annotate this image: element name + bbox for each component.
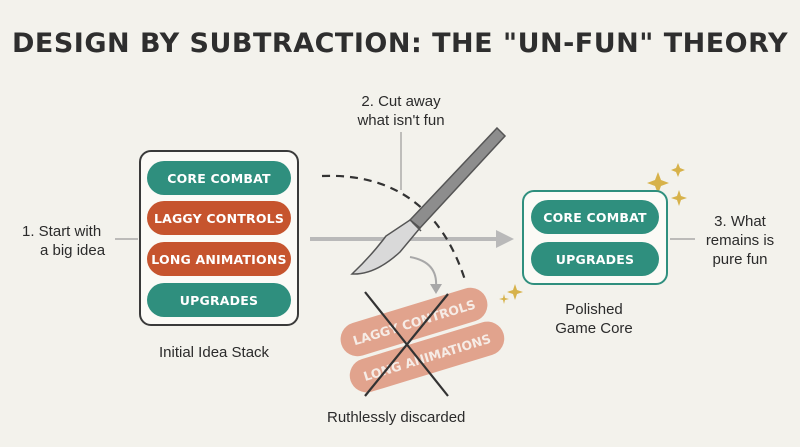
step-cut-line-1: 2. Cut away bbox=[361, 93, 441, 110]
polished-item-core-combat: CORE COMBAT bbox=[531, 200, 659, 234]
step-remains-line-1: 3. What bbox=[714, 213, 766, 230]
initial-item-core-combat: CORE COMBAT bbox=[147, 161, 291, 195]
step-cut-label: 2. Cut away what isn't fun bbox=[350, 92, 452, 130]
polished-item-upgrades: UPGRADES bbox=[531, 242, 659, 276]
main-flow-arrowhead bbox=[496, 230, 514, 248]
polished-caption-line-2: Game Core bbox=[555, 320, 633, 337]
discard-arrow bbox=[409, 256, 438, 288]
sparkle-icon bbox=[499, 163, 687, 304]
discarded-caption: Ruthlessly discarded bbox=[327, 409, 466, 426]
initial-item-laggy-controls: LAGGY CONTROLS bbox=[147, 201, 291, 235]
initial-stack-caption: Initial Idea Stack bbox=[159, 344, 270, 361]
step-remains-line-2: remains is bbox=[705, 232, 775, 249]
scalpel-icon bbox=[350, 126, 507, 275]
step-start-line-2: a big idea bbox=[40, 242, 106, 259]
discard-arrowhead bbox=[430, 284, 442, 294]
initial-item-upgrades: UPGRADES bbox=[147, 283, 291, 317]
initial-item-long-animations: LONG ANIMATIONS bbox=[147, 242, 291, 276]
polished-core-caption: Polished Game Core bbox=[544, 300, 644, 338]
step-cut-line-2: what isn't fun bbox=[357, 112, 445, 129]
step-remains-line-3: pure fun bbox=[712, 251, 768, 268]
step-start-line-1: 1. Start with bbox=[22, 223, 102, 240]
page-title: DESIGN BY SUBTRACTION: THE "UN-FUN" THEO… bbox=[12, 28, 788, 59]
polished-caption-line-1: Polished bbox=[565, 301, 623, 318]
step-start-label: 1. Start with a big idea bbox=[22, 222, 105, 260]
step-remains-label: 3. What remains is pure fun bbox=[700, 212, 780, 269]
